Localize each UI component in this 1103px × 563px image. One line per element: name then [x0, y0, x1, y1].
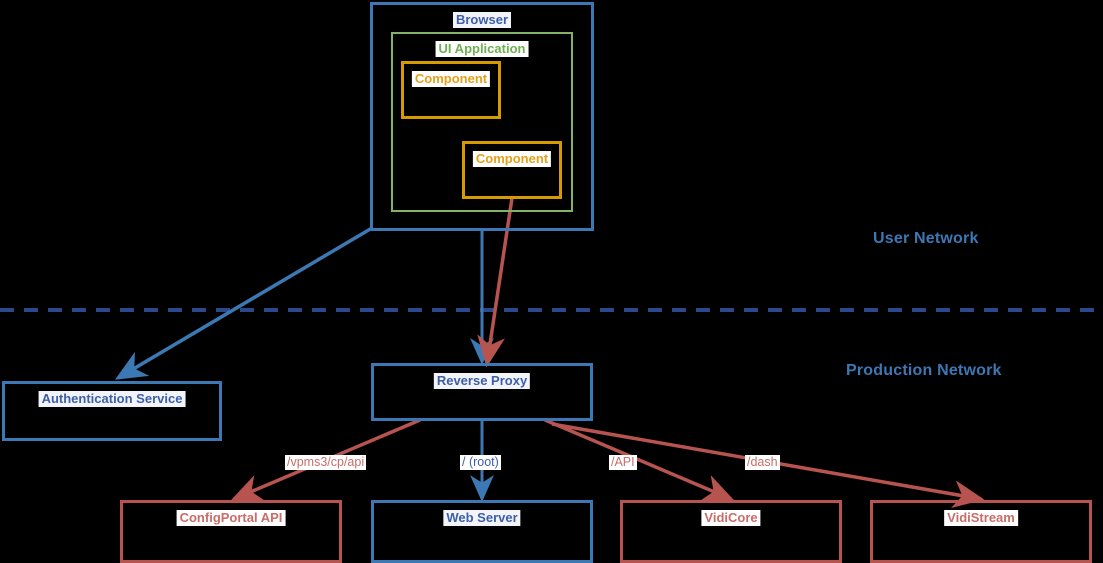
node-vidistream[interactable]: VidiStream	[870, 500, 1092, 563]
node-web-server-label: Web Server	[443, 510, 521, 526]
node-configportal-label: ConfigPortal API	[176, 510, 286, 526]
node-ui-application-label: UI Application	[435, 41, 529, 57]
node-browser-label: Browser	[452, 12, 512, 28]
network-label-user: User Network	[873, 230, 979, 247]
node-configportal[interactable]: ConfigPortal API	[120, 500, 342, 563]
node-vidicore-label: VidiCore	[701, 510, 761, 526]
node-auth-service-label: Authentication Service	[38, 391, 186, 407]
node-web-server[interactable]: Web Server	[371, 500, 593, 563]
node-reverse-proxy[interactable]: Reverse Proxy	[371, 363, 593, 421]
node-component-2-label: Component	[472, 151, 552, 167]
node-component-1[interactable]: Component	[401, 61, 501, 119]
node-reverse-proxy-label: Reverse Proxy	[433, 373, 531, 389]
edge-label-root: / (root)	[460, 455, 501, 470]
edge-label-vpms3-cp-api: /vpms3/cp/api	[285, 455, 367, 470]
node-component-2[interactable]: Component	[462, 141, 562, 199]
node-browser[interactable]: Browser	[370, 2, 594, 231]
edge-browser-to-auth	[114, 226, 373, 380]
node-ui-application[interactable]: UI Application	[391, 32, 573, 212]
network-label-production: Production Network	[846, 362, 1002, 379]
edge-label-api: /API	[609, 455, 637, 470]
edge-label-dash: /dash	[745, 455, 780, 470]
edge-proxy-to-vidicore	[544, 418, 735, 501]
node-component-1-label: Component	[411, 71, 491, 87]
node-vidistream-label: VidiStream	[944, 510, 1018, 526]
node-auth-service[interactable]: Authentication Service	[2, 381, 222, 441]
node-vidicore[interactable]: VidiCore	[620, 500, 842, 563]
